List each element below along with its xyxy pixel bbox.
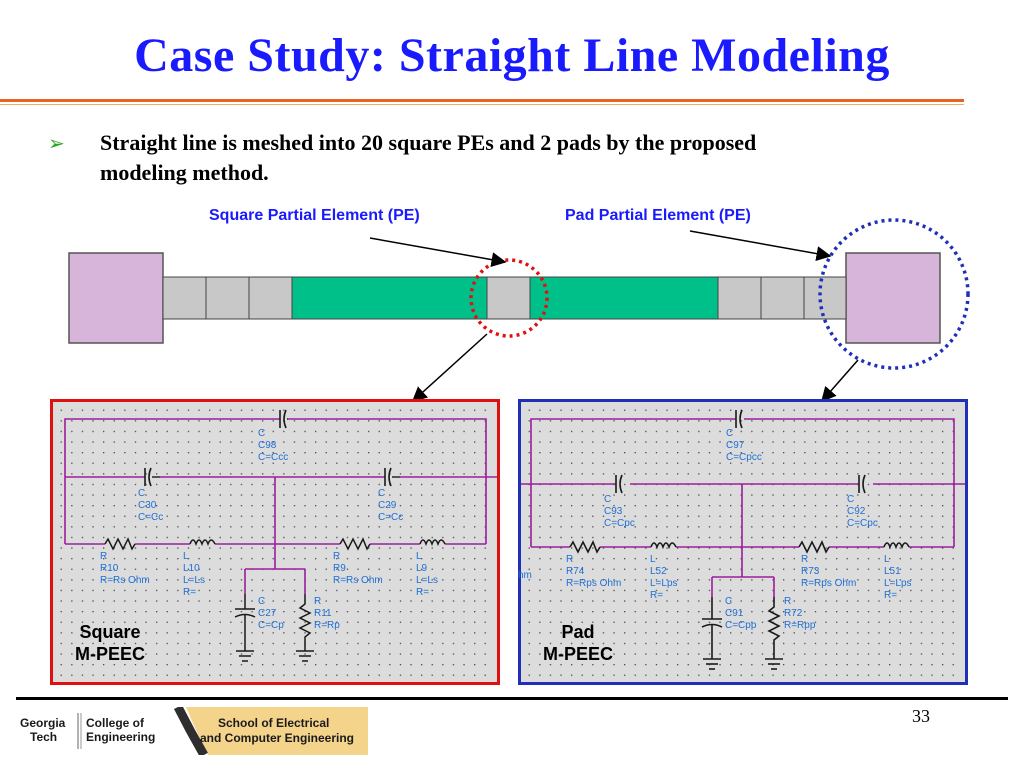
- logo-college-line1: College of: [86, 716, 145, 730]
- meshed-section-right: [529, 276, 719, 320]
- lp-cap-left-name: C30: [138, 500, 157, 511]
- rp-ind-right-letter: L: [884, 554, 890, 565]
- rp-ind-left-letter: L: [650, 554, 656, 565]
- rp-ind-left-value: L=Lps: [650, 578, 678, 589]
- pad-to-circuit-arrow: [821, 359, 859, 403]
- logo-college-line2: Engineering: [86, 730, 155, 744]
- highlighted-square: [486, 276, 531, 320]
- pad-highlight-circle: [818, 218, 970, 370]
- lp-res-right-letter: R: [333, 551, 340, 562]
- pad-mpeec-panel: C C97 C=Cpcc C C93 C=Cpc C C92 C=Cpc hm …: [518, 399, 968, 685]
- rp-cap-shunt-value: C=Cpp: [725, 620, 757, 631]
- lp-cap-left-letter: C: [138, 488, 145, 499]
- lp-res-shunt-value: R=Rp: [314, 620, 340, 631]
- page-number: 33: [912, 706, 930, 726]
- lp-cap-shunt-name: C27: [258, 608, 277, 619]
- left-squares: [162, 276, 293, 320]
- lp-ind-left-r: R=: [183, 587, 196, 598]
- lp-cap-shunt-value: C=Cp: [258, 620, 284, 631]
- title-divider: [0, 99, 964, 102]
- lp-cap-right-value: C=Cc: [378, 512, 403, 523]
- lp-ind-right-r: R=: [416, 587, 429, 598]
- rp-cap-right-letter: C: [847, 494, 854, 505]
- pad-caption-line2: M-PEEC: [542, 644, 613, 664]
- square-caption-line1: Square: [79, 622, 141, 642]
- rp-res-shunt-letter: R: [784, 596, 791, 607]
- logo-school-line1: School of Electrical: [218, 716, 329, 730]
- rp-ind-left-r: R=: [650, 590, 663, 601]
- rp-res-left-name: R74: [566, 566, 585, 577]
- rp-cap-top-name: C97: [726, 440, 745, 451]
- bullet-text: Straight line is meshed into 20 square P…: [100, 130, 757, 185]
- pad-mpeec-caption: Pad M-PEEC: [530, 621, 626, 665]
- lp-ind-left-letter: L: [183, 551, 189, 562]
- rp-res-shunt-name: R72: [784, 608, 803, 619]
- lp-cap-top-letter: C: [258, 428, 265, 439]
- square-mpeec-caption: Square M-PEEC: [62, 621, 158, 665]
- lp-cap-right-letter: C: [378, 488, 385, 499]
- square-callout-arrow: [369, 237, 507, 268]
- rp-cap-right-value: C=Cpc: [847, 518, 878, 529]
- meshed-section-left: [291, 276, 488, 320]
- rp-ind-right-name: L51: [884, 566, 901, 577]
- lp-res-left-letter: R: [100, 551, 107, 562]
- lp-res-right-value: R=Rs Ohm: [333, 575, 383, 586]
- rp-res-right-letter: R: [801, 554, 808, 565]
- footer-divider: [16, 697, 1008, 700]
- rp-ind-right-r: R=: [884, 590, 897, 601]
- right-pad: [845, 252, 941, 344]
- lp-ind-left-name: L10: [183, 563, 200, 574]
- rp-cap-right-name: C92: [847, 506, 866, 517]
- square-pe-callout: Square Partial Element (PE): [209, 207, 420, 224]
- lp-cap-top-value: C=Ccc: [258, 452, 288, 463]
- rp-res-shunt-value: R=Rpp: [784, 620, 816, 631]
- lp-res-shunt-letter: R: [314, 596, 321, 607]
- square-highlight-circle: [469, 258, 549, 338]
- rp-cap-left-value: C=Cpc: [604, 518, 635, 529]
- rp-cap-shunt-letter: C: [725, 596, 732, 607]
- pad-callout-arrow: [689, 230, 832, 262]
- left-pad: [68, 252, 164, 344]
- lp-ind-left-value: L=Ls: [183, 575, 205, 586]
- rp-res-left-letter: R: [566, 554, 573, 565]
- lp-ind-right-name: L9: [416, 563, 428, 574]
- rp-res-left-value: R=Rps Ohm: [566, 578, 621, 589]
- rp-cap-top-letter: C: [726, 428, 733, 439]
- lp-res-shunt-name: R11: [314, 608, 332, 619]
- lp-ind-right-letter: L: [416, 551, 422, 562]
- logo-university-line1: Georgia: [20, 716, 66, 730]
- lp-ind-right-value: L=Ls: [416, 575, 438, 586]
- lp-cap-right-name: C29: [378, 500, 397, 511]
- square-to-circuit-arrow: [411, 333, 488, 403]
- rp-ind-right-value: L=Lps: [884, 578, 912, 589]
- lp-res-left-value: R=Rs Ohm: [100, 575, 150, 586]
- square-mpeec-panel: C C98 C=Ccc C C30 C=Cc C C29 C=Cc R R10 …: [50, 399, 500, 685]
- lp-res-right-name: R9: [333, 563, 346, 574]
- lp-res-left-name: R10: [100, 563, 119, 574]
- title-divider-thin: [0, 104, 964, 105]
- square-caption-line2: M-PEEC: [74, 644, 145, 664]
- arrow-bullet-icon: ➢: [48, 131, 65, 155]
- logo-university-line2: Tech: [30, 730, 57, 744]
- rp-cap-shunt-name: C91: [725, 608, 744, 619]
- pad-pe-callout: Pad Partial Element (PE): [565, 207, 751, 224]
- rp-res-right-value: R=Rps Ohm: [801, 578, 856, 589]
- rp-cap-left-letter: C: [604, 494, 611, 505]
- mesh-diagram: [68, 218, 970, 403]
- rp-ind-left-name: L52: [650, 566, 667, 577]
- logo-school-line2: and Computer Engineering: [200, 731, 354, 745]
- slide-title: Case Study: Straight Line Modeling: [134, 29, 890, 82]
- right-squares: [717, 276, 847, 320]
- pad-caption-line1: Pad: [561, 622, 595, 642]
- rp-cap-left-name: C93: [604, 506, 623, 517]
- georgia-tech-logo: Georgia Tech College of Engineering Scho…: [18, 707, 368, 755]
- lp-cap-top-name: C98: [258, 440, 277, 451]
- rp-cap-top-value: C=Cpcc: [726, 452, 762, 463]
- rp-res-right-name: R73: [801, 566, 820, 577]
- lp-cap-shunt-letter: C: [258, 596, 265, 607]
- lp-cap-left-value: C=Cc: [138, 512, 163, 523]
- rp-edge-fragment: hm: [518, 570, 532, 581]
